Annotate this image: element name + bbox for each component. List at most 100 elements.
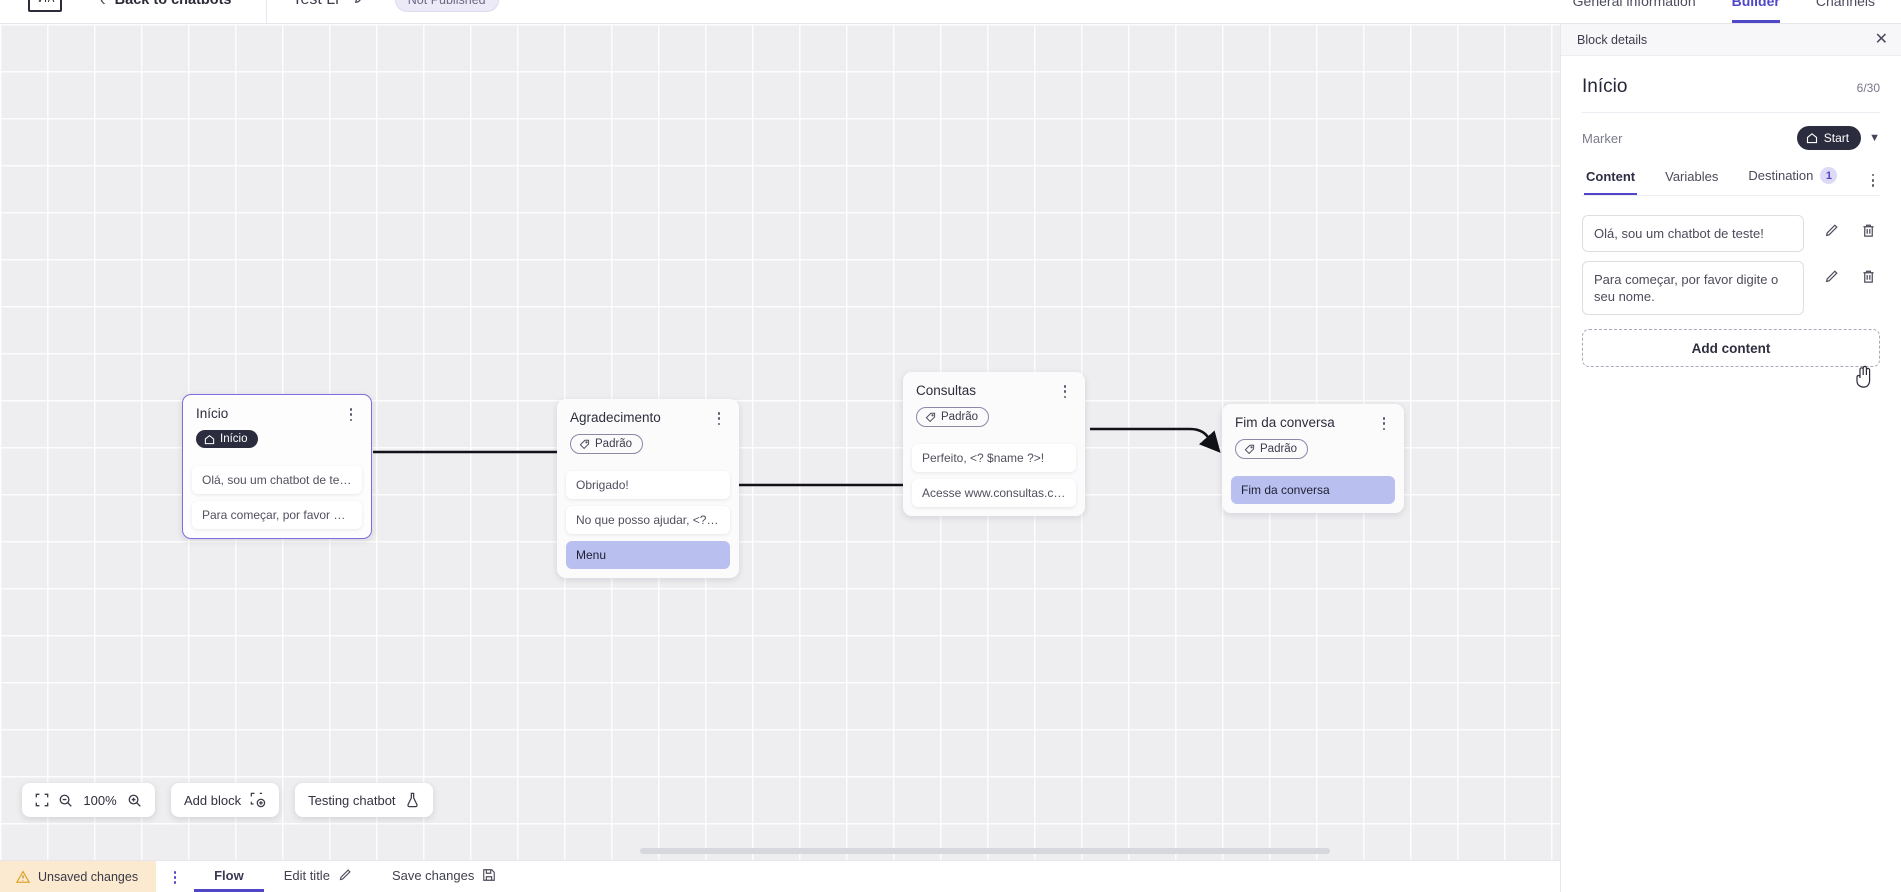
block-menu-button[interactable] <box>344 406 358 422</box>
panel-header-title: Block details <box>1577 32 1648 47</box>
testing-chatbot-button[interactable]: Testing chatbot <box>295 783 433 817</box>
tab-builder[interactable]: Builder <box>1731 0 1780 23</box>
content-text-field[interactable]: Olá, sou um chatbot de teste! <box>1582 215 1804 253</box>
block-tag-default: Padrão <box>1235 439 1309 460</box>
block-message[interactable]: No que posso ajudar, <? $name ... <box>566 505 730 534</box>
marker-value-label: Start <box>1823 131 1850 145</box>
save-changes-button[interactable]: Save changes <box>372 861 516 892</box>
block-menu-button[interactable] <box>712 410 726 426</box>
flow-block-fim-da-conversa[interactable]: Fim da conversa Padrão Fim da conversa <box>1222 404 1404 513</box>
block-tag-start: Início <box>196 430 258 449</box>
panel-block-name: Início <box>1582 76 1628 97</box>
block-tag-default: Padrão <box>570 434 644 455</box>
add-block-button[interactable]: Add block <box>171 783 280 817</box>
block-header: Consultas Padrão <box>903 372 1085 437</box>
mouse-cursor <box>1854 364 1876 395</box>
back-to-chatbots-label: Back to chatbots <box>115 0 232 8</box>
top-bar: VTA ‹ Back to chatbots Test Li Not Publi… <box>0 0 1901 24</box>
panel-counter: 6/30 <box>1856 81 1880 95</box>
edit-title-button[interactable]: Edit title <box>264 861 372 892</box>
close-icon[interactable]: ✕ <box>1874 30 1888 48</box>
edit-pencil-icon[interactable] <box>353 0 369 10</box>
tab-channels[interactable]: Channels <box>1815 0 1875 9</box>
block-title: Fim da conversa <box>1235 415 1335 430</box>
content-item: Para começar, por favor digite o seu nom… <box>1582 261 1880 316</box>
edit-content-icon[interactable] <box>1824 223 1839 238</box>
block-tag-default: Padrão <box>916 407 990 428</box>
block-message[interactable]: Para começar, por favor digite o ... <box>192 500 362 529</box>
block-tag-label: Padrão <box>1260 443 1298 456</box>
block-tag-label: Padrão <box>595 438 633 451</box>
block-messages: Obrigado! No que posso ajudar, <? $name … <box>557 470 739 578</box>
pencil-icon <box>339 869 351 881</box>
zoom-out-icon[interactable] <box>58 793 73 808</box>
save-changes-label: Save changes <box>391 867 475 883</box>
edit-content-icon[interactable] <box>1824 269 1839 284</box>
tag-icon <box>579 439 590 450</box>
delete-content-icon[interactable] <box>1861 223 1876 238</box>
block-message[interactable]: Fim da conversa <box>1231 475 1395 504</box>
delete-content-icon[interactable] <box>1861 269 1876 284</box>
canvas-horizontal-scrollbar[interactable] <box>640 848 1330 854</box>
panel-tab-variables[interactable]: Variables <box>1663 163 1720 195</box>
save-icon <box>483 869 496 881</box>
top-tabs: General information Builder Channels <box>1573 0 1875 23</box>
unsaved-changes-label: Unsaved changes <box>38 869 139 884</box>
block-message[interactable]: Acesse www.consultas.com par... <box>912 478 1076 507</box>
flask-icon <box>405 792 420 808</box>
edit-title-label: Edit title <box>283 867 330 883</box>
fit-screen-icon[interactable] <box>35 793 49 807</box>
block-messages: Olá, sou um chatbot de teste! Para começ… <box>183 465 371 538</box>
block-message-menu[interactable]: Menu <box>566 540 730 569</box>
zoom-in-icon[interactable] <box>127 793 142 808</box>
status-tab-flow-label: Flow <box>214 867 244 883</box>
zoom-controls: 100% <box>22 783 155 817</box>
tab-general-information[interactable]: General information <box>1572 0 1696 9</box>
tag-icon <box>1244 444 1255 455</box>
flow-block-consultas[interactable]: Consultas Padrão Perfeito, <? $name ?>! … <box>903 372 1085 516</box>
status-tab-flow[interactable]: Flow <box>194 861 264 892</box>
add-content-button[interactable]: Add content <box>1582 329 1880 368</box>
home-icon <box>1806 133 1817 144</box>
panel-tab-content-label: Content <box>1586 169 1636 184</box>
flow-block-agradecimento[interactable]: Agradecimento Padrão Obrigado! No que po… <box>557 399 739 578</box>
topbar-divider <box>265 0 267 24</box>
block-message[interactable]: Perfeito, <? $name ?>! <box>912 443 1076 472</box>
block-details-panel: Block details ✕ Início 6/30 Marker Start… <box>1560 24 1901 892</box>
block-message[interactable]: Obrigado! <box>566 470 730 499</box>
flow-block-inicio[interactable]: Início Início Olá, sou um chatbot de tes… <box>182 394 372 539</box>
panel-tab-variables-label: Variables <box>1665 169 1719 184</box>
warning-icon <box>16 869 30 883</box>
block-message[interactable]: Olá, sou um chatbot de teste! <box>192 465 362 494</box>
block-tag-label: Início <box>220 433 248 446</box>
block-title: Início <box>196 406 229 421</box>
marker-value-pill[interactable]: Start <box>1796 126 1862 150</box>
block-menu-button[interactable] <box>1377 415 1391 431</box>
chevron-left-icon: ‹ <box>100 0 106 10</box>
bottom-status-bar: Unsaved changes Flow Edit title Save cha… <box>0 860 1560 892</box>
panel-tab-content[interactable]: Content <box>1584 163 1638 195</box>
app-logo-icon: VTA <box>28 0 62 12</box>
chevron-down-icon[interactable]: ▼ <box>1869 132 1880 144</box>
content-list: Olá, sou um chatbot de teste! Para começ… <box>1561 196 1901 316</box>
publish-status-badge: Not Published <box>394 0 499 12</box>
home-icon <box>204 434 215 445</box>
destination-count-badge: 1 <box>1820 167 1838 184</box>
block-header: Fim da conversa Padrão <box>1222 404 1404 469</box>
back-to-chatbots-button[interactable]: ‹ Back to chatbots <box>100 0 232 10</box>
panel-header: Block details ✕ <box>1561 24 1901 56</box>
flow-canvas[interactable]: Início Início Olá, sou um chatbot de tes… <box>0 24 1560 860</box>
panel-tab-destination[interactable]: Destination 1 <box>1746 161 1839 195</box>
block-header: Agradecimento Padrão <box>557 399 739 464</box>
block-messages: Fim da conversa <box>1222 475 1404 513</box>
status-menu-button[interactable] <box>156 861 194 892</box>
canvas-toolbar: 100% Add block Testing chatbot <box>22 783 433 817</box>
block-tag-label: Padrão <box>941 411 979 424</box>
panel-tabs-menu-button[interactable] <box>1866 172 1880 195</box>
content-text-field[interactable]: Para começar, por favor digite o seu nom… <box>1582 261 1804 316</box>
chatbot-title: Test Li <box>293 0 339 9</box>
block-menu-button[interactable] <box>1058 383 1072 399</box>
block-title: Agradecimento <box>570 410 661 425</box>
zoom-level-label: 100% <box>83 792 117 808</box>
unsaved-changes-indicator: Unsaved changes <box>0 861 157 892</box>
